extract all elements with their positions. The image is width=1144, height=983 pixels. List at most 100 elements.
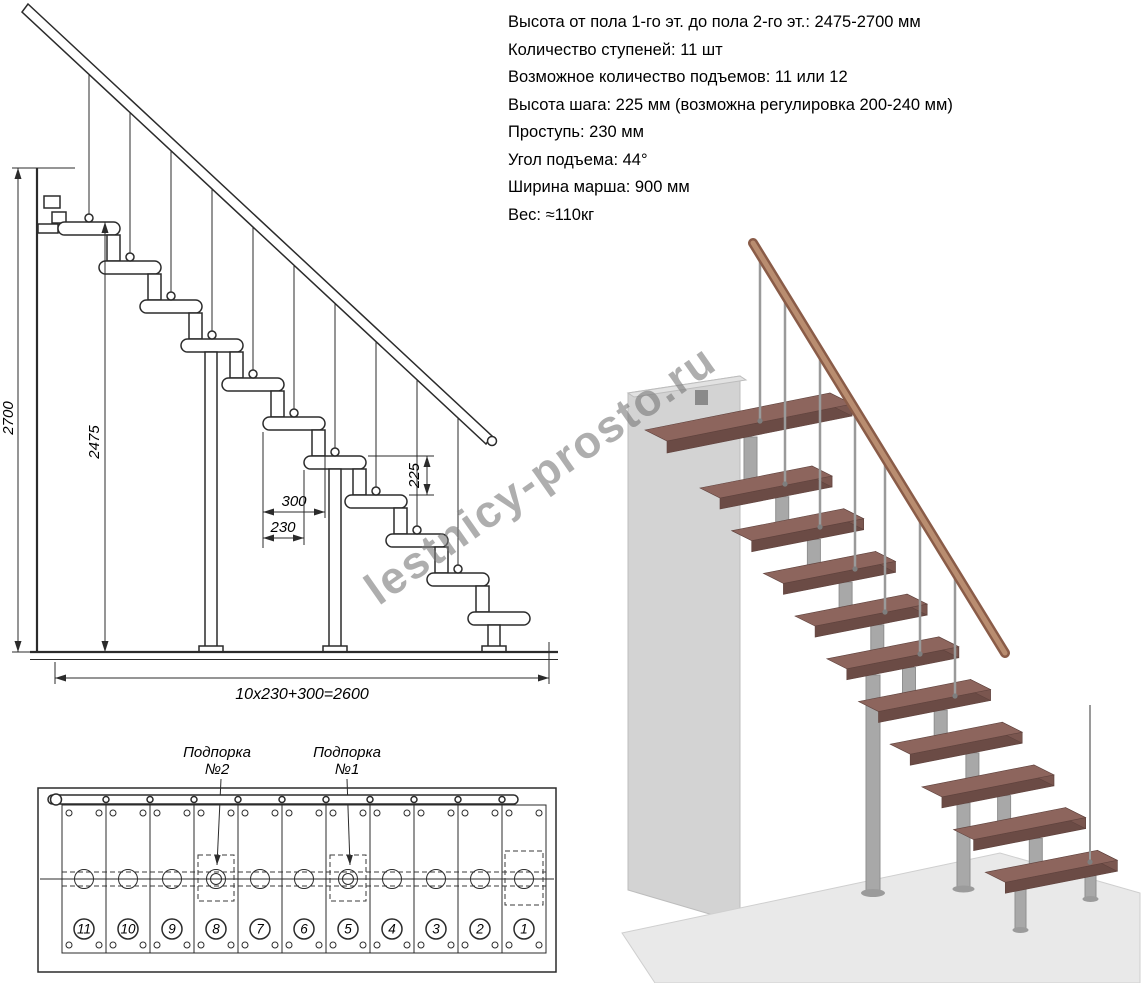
step-number-circle [513, 918, 535, 940]
spec-line-angle: Угол подъема: 44° [508, 150, 648, 169]
step-number-circle [205, 918, 227, 940]
dim-230-label: 230 [269, 519, 296, 536]
plan-step-number: 5 [344, 922, 352, 937]
screw-hole [373, 941, 381, 949]
baluster-base-3d [817, 524, 823, 530]
leg-base-3d [952, 885, 975, 893]
support-leg-3d [956, 802, 971, 890]
plan-step-number: 11 [77, 922, 91, 937]
plan-step [501, 804, 547, 954]
wall-panel [627, 375, 741, 924]
tread [426, 572, 490, 587]
screw-hole [271, 941, 279, 949]
support-2-label-line2: №2 [205, 761, 230, 778]
baluster-base-3d [757, 418, 763, 424]
baluster-base-3d [952, 693, 958, 699]
screw-hole [109, 941, 117, 949]
baluster-base-3d [852, 566, 858, 572]
spec-line-rise-count: Возможное количество подъемов: 11 или 12 [508, 68, 848, 86]
column-mount [426, 869, 446, 889]
render-balusters-group [757, 254, 1093, 865]
screw-hole [535, 809, 543, 817]
tread [180, 338, 244, 353]
screw-hole [491, 809, 499, 817]
rail-baluster [410, 795, 418, 804]
screw-hole [329, 941, 337, 949]
plan-handrail-post [49, 793, 63, 806]
dim-300-label: 300 [281, 493, 307, 510]
wall-bracket [37, 223, 59, 234]
tread [57, 221, 121, 236]
screw-hole [139, 941, 147, 949]
baluster-fitting [330, 447, 340, 457]
rail-baluster [146, 795, 154, 804]
spec-line-weight: Вес: ≈110кг [508, 205, 595, 224]
screw-hole [285, 941, 293, 949]
wall-fitting [43, 195, 61, 209]
screw-hole [109, 809, 117, 817]
plan-step-number: 2 [475, 922, 484, 937]
column-mount [294, 869, 314, 889]
tread [344, 494, 408, 509]
screw-hole [139, 809, 147, 817]
screw-hole [461, 809, 469, 817]
baluster-base-3d [917, 651, 923, 657]
column-mount [206, 869, 226, 889]
step-number-circle [469, 918, 491, 940]
staircase-steps-group [57, 221, 531, 626]
step-number-circle [425, 918, 447, 940]
screw-hole [241, 941, 249, 949]
baluster-fitting [207, 330, 217, 340]
rail-baluster [498, 795, 506, 804]
screw-hole [447, 809, 455, 817]
tread [139, 299, 203, 314]
elevation-drawing: 2700 2475 300 230 225 10x230+300=2600 [0, 2, 558, 703]
screw-hole [65, 809, 73, 817]
screw-hole [505, 809, 513, 817]
dim-2475-label: 2475 [86, 425, 103, 460]
tread [467, 611, 531, 626]
screw-hole [535, 941, 543, 949]
tread-top-face [699, 465, 833, 499]
baluster-fitting [453, 564, 463, 574]
tread-top-face [730, 508, 865, 542]
support-1-label-line1: Подпорка [313, 744, 381, 761]
screw-hole [359, 809, 367, 817]
column-mount [338, 869, 358, 889]
leg-base-3d [1012, 927, 1029, 933]
plan-step-number: 7 [256, 922, 264, 937]
screw-hole [403, 941, 411, 949]
wall-panel-top [626, 375, 748, 398]
step-number-circle [293, 918, 315, 940]
spec-line-step-height: Высота шага: 225 мм (возможна регулировк… [508, 95, 953, 114]
plan-step-number: 10 [120, 922, 136, 937]
column-mount [118, 869, 138, 889]
screw-hole [417, 809, 425, 817]
plan-step-number: 9 [168, 922, 176, 937]
column-mount [250, 869, 270, 889]
tread [262, 416, 326, 431]
plan-outline [37, 787, 557, 973]
step-number-circle [161, 918, 183, 940]
rail-baluster [190, 795, 198, 804]
support-leg-3d [1014, 884, 1027, 931]
spec-line-step-count: Количество ступеней: 11 шт [508, 40, 723, 59]
tread-top-face [794, 593, 929, 627]
screw-hole [183, 809, 191, 817]
dim-2700-label: 2700 [0, 401, 17, 436]
screw-hole [491, 941, 499, 949]
rail-baluster [102, 795, 110, 804]
baluster-base-3d [882, 609, 888, 615]
screw-hole [227, 941, 235, 949]
rail-baluster [454, 795, 462, 804]
support-leg-1 [328, 468, 342, 653]
screw-hole [65, 941, 73, 949]
plan-step-number: 4 [388, 922, 396, 937]
dim-total-run-label: 10x230+300=2600 [235, 686, 369, 703]
handrail-end-cap [486, 435, 498, 447]
screw-hole [153, 809, 161, 817]
screw-hole [271, 809, 279, 817]
column-mount [470, 869, 490, 889]
module-column [311, 429, 326, 457]
